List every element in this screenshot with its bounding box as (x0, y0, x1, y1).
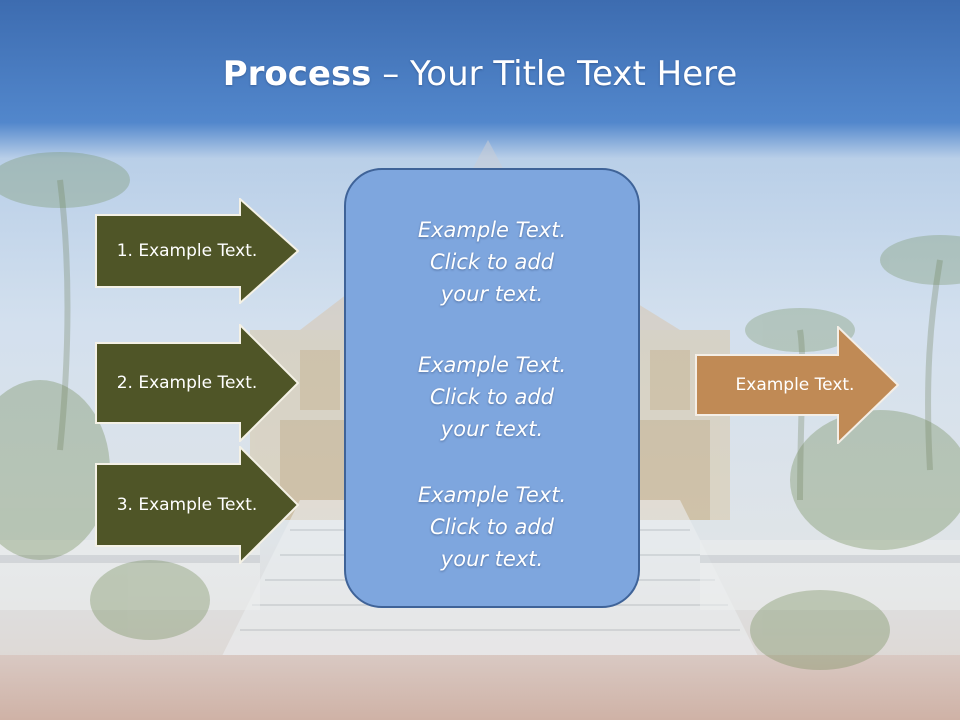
panel-text-block-2[interactable]: Example Text. Click to add your text. (346, 349, 638, 445)
step-arrow-shape (95, 446, 299, 564)
panel-line: Example Text. (417, 218, 567, 242)
output-arrow[interactable]: Example Text. (695, 326, 899, 444)
panel-line: your text. (440, 547, 544, 571)
panel-text-block-1[interactable]: Example Text. Click to add your text. (346, 214, 638, 310)
output-arrow-shape (695, 326, 899, 444)
step-arrow-label: 3. Example Text. (116, 495, 258, 515)
panel-line: your text. (440, 282, 544, 306)
panel-line: Click to add (429, 385, 554, 409)
step-arrow-3[interactable]: 3. Example Text. (95, 446, 299, 564)
step-arrow-2[interactable]: 2. Example Text. (95, 324, 299, 442)
title-rest-text: – Your Title Text Here (371, 54, 738, 94)
output-arrow-label: Example Text. (735, 375, 855, 395)
panel-text-block-3[interactable]: Example Text. Click to add your text. (346, 479, 638, 575)
step-arrow-label: 2. Example Text. (116, 373, 258, 393)
panel-line: your text. (440, 417, 544, 441)
slide-title: Process – Your Title Text Here (0, 52, 960, 96)
center-text-panel[interactable]: Example Text. Click to add your text. Ex… (344, 168, 640, 608)
step-arrow-label: 1. Example Text. (116, 241, 258, 261)
panel-line: Example Text. (417, 353, 567, 377)
step-arrow-shape (95, 198, 299, 304)
panel-line: Click to add (429, 515, 554, 539)
title-bold-text: Process (222, 54, 372, 94)
panel-line: Click to add (429, 250, 554, 274)
panel-line: Example Text. (417, 483, 567, 507)
step-arrow-shape (95, 324, 299, 442)
step-arrow-1[interactable]: 1. Example Text. (95, 198, 299, 304)
